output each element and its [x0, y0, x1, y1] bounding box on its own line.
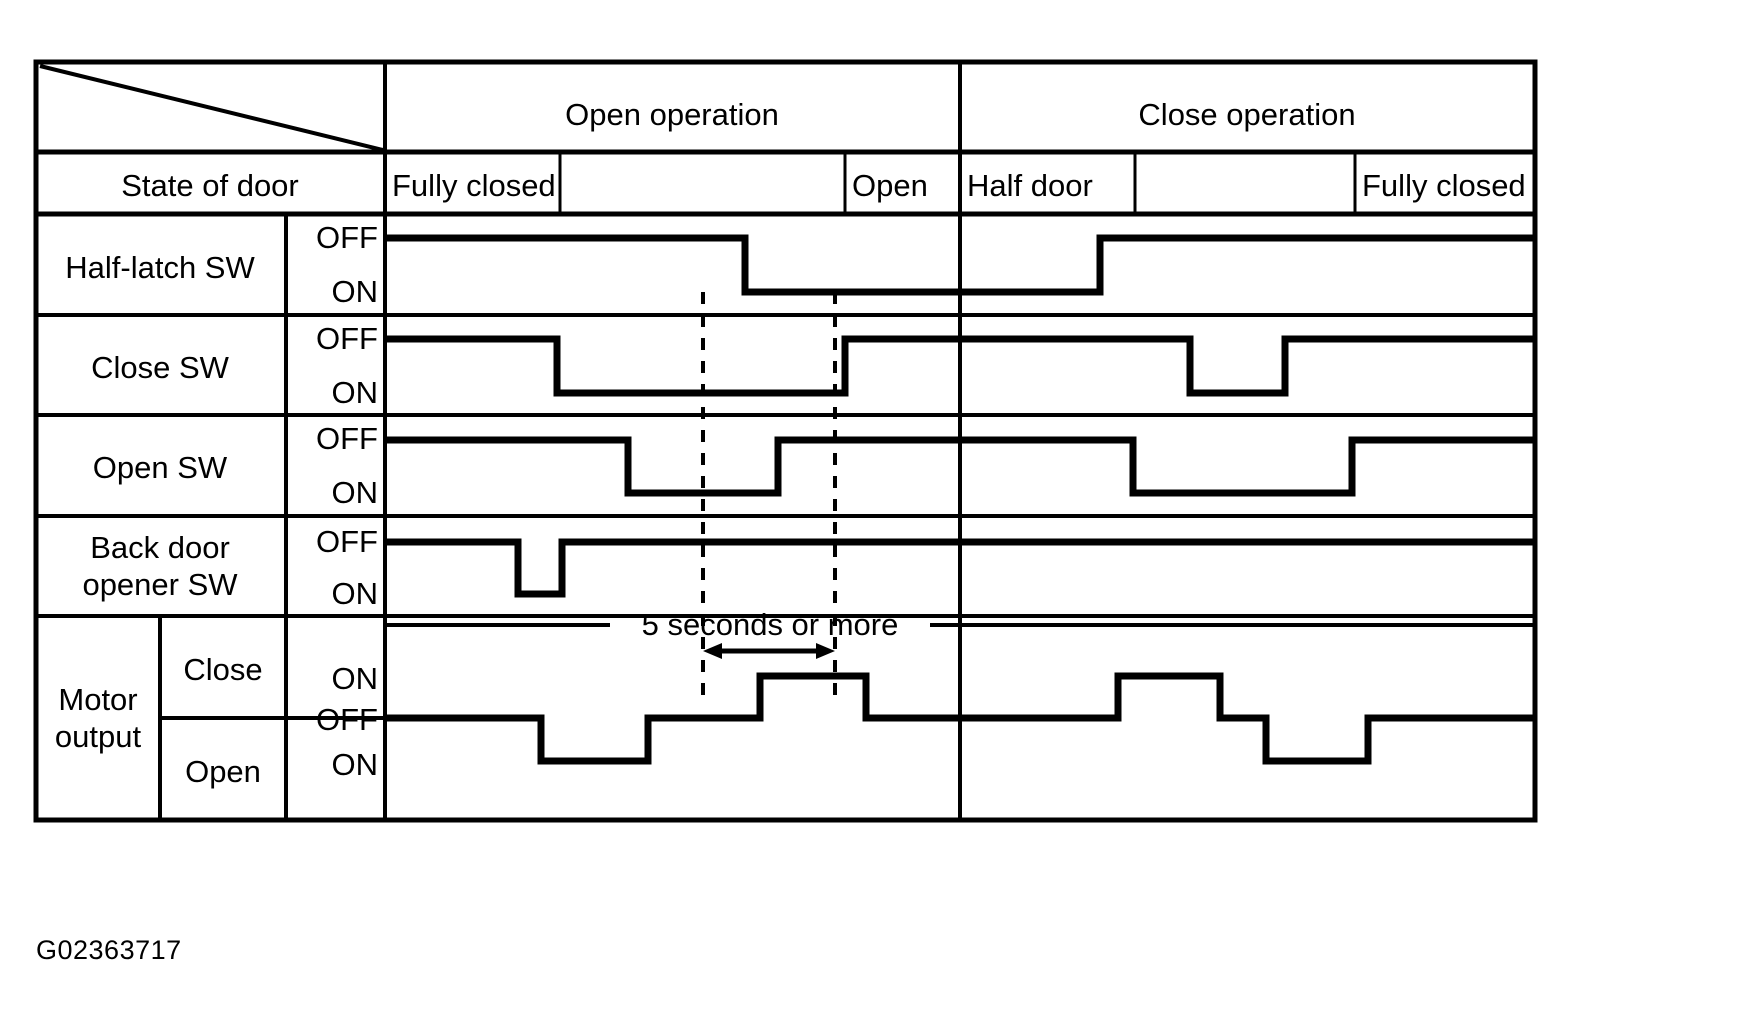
- door-state-0: Fully closed: [392, 168, 556, 203]
- waveform-half-latch-sw: [385, 234, 1535, 296]
- level-label-on-motor-open: ON: [332, 747, 379, 782]
- operation-label-open: Open operation: [565, 97, 779, 132]
- duration-arrow-head-left: [703, 643, 722, 659]
- level-label-off-close-sw: OFF: [316, 321, 378, 356]
- waveform-back-door-opener-sw: [385, 538, 1535, 598]
- level-labels: OFF ON OFF ON OFF ON OFF ON ON OFF ON: [316, 220, 378, 782]
- level-label-off-back-door: OFF: [316, 524, 378, 559]
- annotation-text: 5 seconds or more: [642, 607, 899, 642]
- door-state-5: Fully closed: [1362, 168, 1526, 203]
- level-label-on-close-sw: ON: [332, 375, 379, 410]
- level-label-on-back-door: ON: [332, 576, 379, 611]
- door-state-3: Half door: [967, 168, 1093, 203]
- level-label-off-open-sw: OFF: [316, 421, 378, 456]
- level-label-on-open-sw: ON: [332, 475, 379, 510]
- motor-direction-open: Open: [185, 754, 261, 789]
- motor-direction-close: Close: [183, 652, 262, 687]
- waveform-close-sw: [385, 335, 1535, 397]
- duration-annotation: 5 seconds or more: [385, 607, 1535, 659]
- signal-name-half-latch-sw: Half-latch SW: [65, 250, 255, 285]
- duration-arrow-head-right: [816, 643, 835, 659]
- figure-caption-id: G02363717: [36, 935, 182, 965]
- waveform-motor-output: [385, 672, 1535, 765]
- signal-name-motor-output-line1: Motor: [58, 682, 137, 717]
- signal-name-open-sw: Open SW: [93, 450, 228, 485]
- state-of-door-label: State of door: [121, 168, 299, 203]
- level-label-on-motor-close: ON: [332, 661, 379, 696]
- timing-markers: [701, 292, 837, 705]
- signal-name-close-sw: Close SW: [91, 350, 230, 385]
- door-state-2: Open: [852, 168, 928, 203]
- operation-label-close: Close operation: [1138, 97, 1355, 132]
- signal-name-back-door-opener-sw-line1: Back door: [90, 530, 230, 565]
- level-label-on-half-latch: ON: [332, 274, 379, 309]
- waveforms: [385, 234, 1535, 765]
- signal-name-back-door-opener-sw-line2: opener SW: [82, 567, 238, 602]
- table-grid: [33, 59, 1538, 823]
- waveform-open-sw: [385, 436, 1535, 497]
- row-labels: Half-latch SW Close SW Open SW Back door…: [55, 250, 263, 789]
- corner-diagonal: [39, 64, 384, 152]
- level-label-off-half-latch: OFF: [316, 220, 378, 255]
- signal-name-motor-output-line2: output: [55, 719, 142, 754]
- header-labels: Open operation Close operation State of …: [121, 97, 1525, 203]
